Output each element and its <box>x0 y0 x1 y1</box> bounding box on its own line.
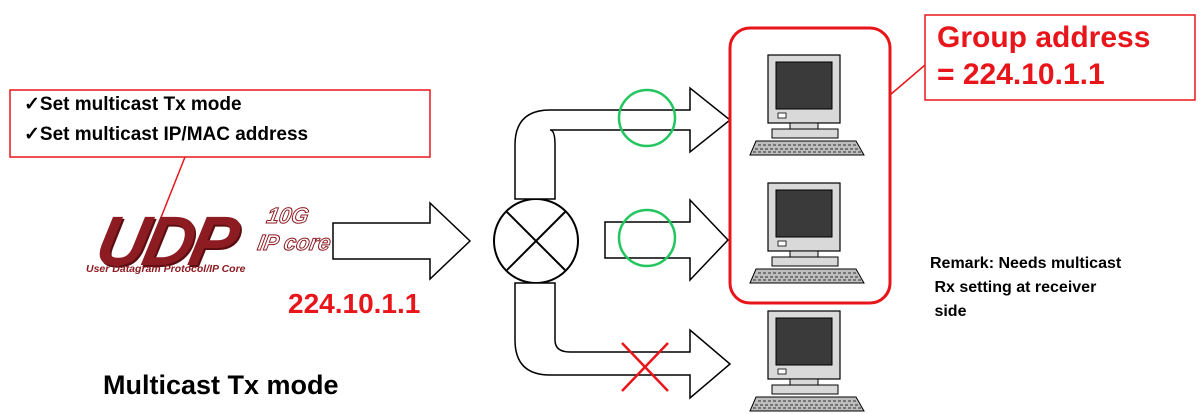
switch-symbol <box>493 198 579 284</box>
upper-branch-arrow <box>514 86 732 200</box>
config-step-2: ✓Set multicast IP/MAC address <box>24 124 309 145</box>
config-step-1: ✓Set multicast Tx mode <box>24 94 242 115</box>
lower-branch-arrow <box>514 282 732 400</box>
accept-marker-upper <box>617 88 677 148</box>
group-callout-box <box>924 14 1196 101</box>
receiver-pc-3-icon <box>749 310 865 412</box>
group-boundary <box>728 26 892 305</box>
logo-subtitle: User Datagram Protocol/IP Core <box>86 263 246 275</box>
reject-marker-lower <box>621 342 669 392</box>
group-callout-pointer <box>889 64 926 96</box>
remark-line-1: Remark: Needs multicast <box>930 255 1122 272</box>
input-arrow <box>332 201 472 281</box>
receiver-pc-1-icon <box>749 54 865 156</box>
diagram-caption: Multicast Tx mode <box>103 370 339 400</box>
logo-badge-text: 10G <box>264 203 311 229</box>
remark-line-3: side <box>930 303 967 320</box>
config-callout-box <box>9 89 431 158</box>
remark-line-2: Rx setting at receiver <box>930 279 1097 296</box>
group-address-label: Group address <box>937 21 1151 54</box>
middle-branch-arrow <box>604 198 730 282</box>
config-callout-pointer <box>159 156 186 221</box>
receiver-pc-2-icon <box>749 182 865 284</box>
accept-marker-middle <box>617 208 677 268</box>
sender-multicast-address: 224.10.1.1 <box>288 288 421 319</box>
group-address-value: = 224.10.1.1 <box>937 58 1105 91</box>
logo-ip-core-text: IP core <box>255 230 333 256</box>
